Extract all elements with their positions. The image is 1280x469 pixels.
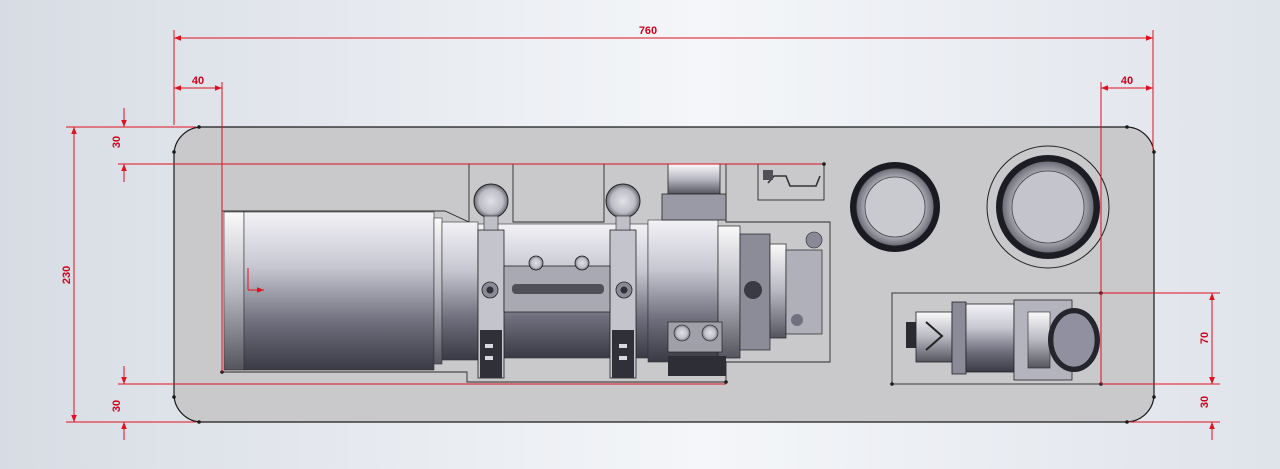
dim-left-margin: 40	[192, 75, 204, 87]
dimension-labels: 760 40 40 230 30 30 70 30	[61, 25, 1211, 412]
dim-overall-height: 230	[61, 266, 73, 284]
dim-overall-width: 760	[639, 25, 657, 37]
small-lens-cap	[850, 162, 940, 252]
focus-knob	[744, 281, 762, 299]
dim-bottom-margin-right: 30	[1199, 396, 1211, 408]
telescope-tube	[223, 211, 719, 371]
large-lens-cap	[986, 145, 1110, 269]
mount-foot	[667, 321, 726, 376]
dimension-lines	[66, 30, 1220, 440]
dovetail-bar	[503, 255, 611, 313]
dim-right-margin: 40	[1121, 75, 1133, 87]
ring-knob-left	[473, 183, 509, 219]
eyepiece-diagonal	[906, 299, 1100, 381]
ring-base-left	[480, 330, 502, 378]
main-tube-pocket	[221, 163, 831, 383]
ring-base-right	[612, 330, 634, 378]
finder-scope	[661, 163, 727, 221]
dim-top-margin: 30	[111, 136, 123, 148]
origin-marker	[247, 268, 264, 293]
dim-bottom-margin-left: 30	[111, 400, 123, 412]
focuser	[717, 225, 823, 359]
dim-eyepiece-pocket-height: 70	[1199, 332, 1211, 344]
ring-knob-right	[605, 183, 641, 219]
finder-bracket	[763, 170, 821, 187]
